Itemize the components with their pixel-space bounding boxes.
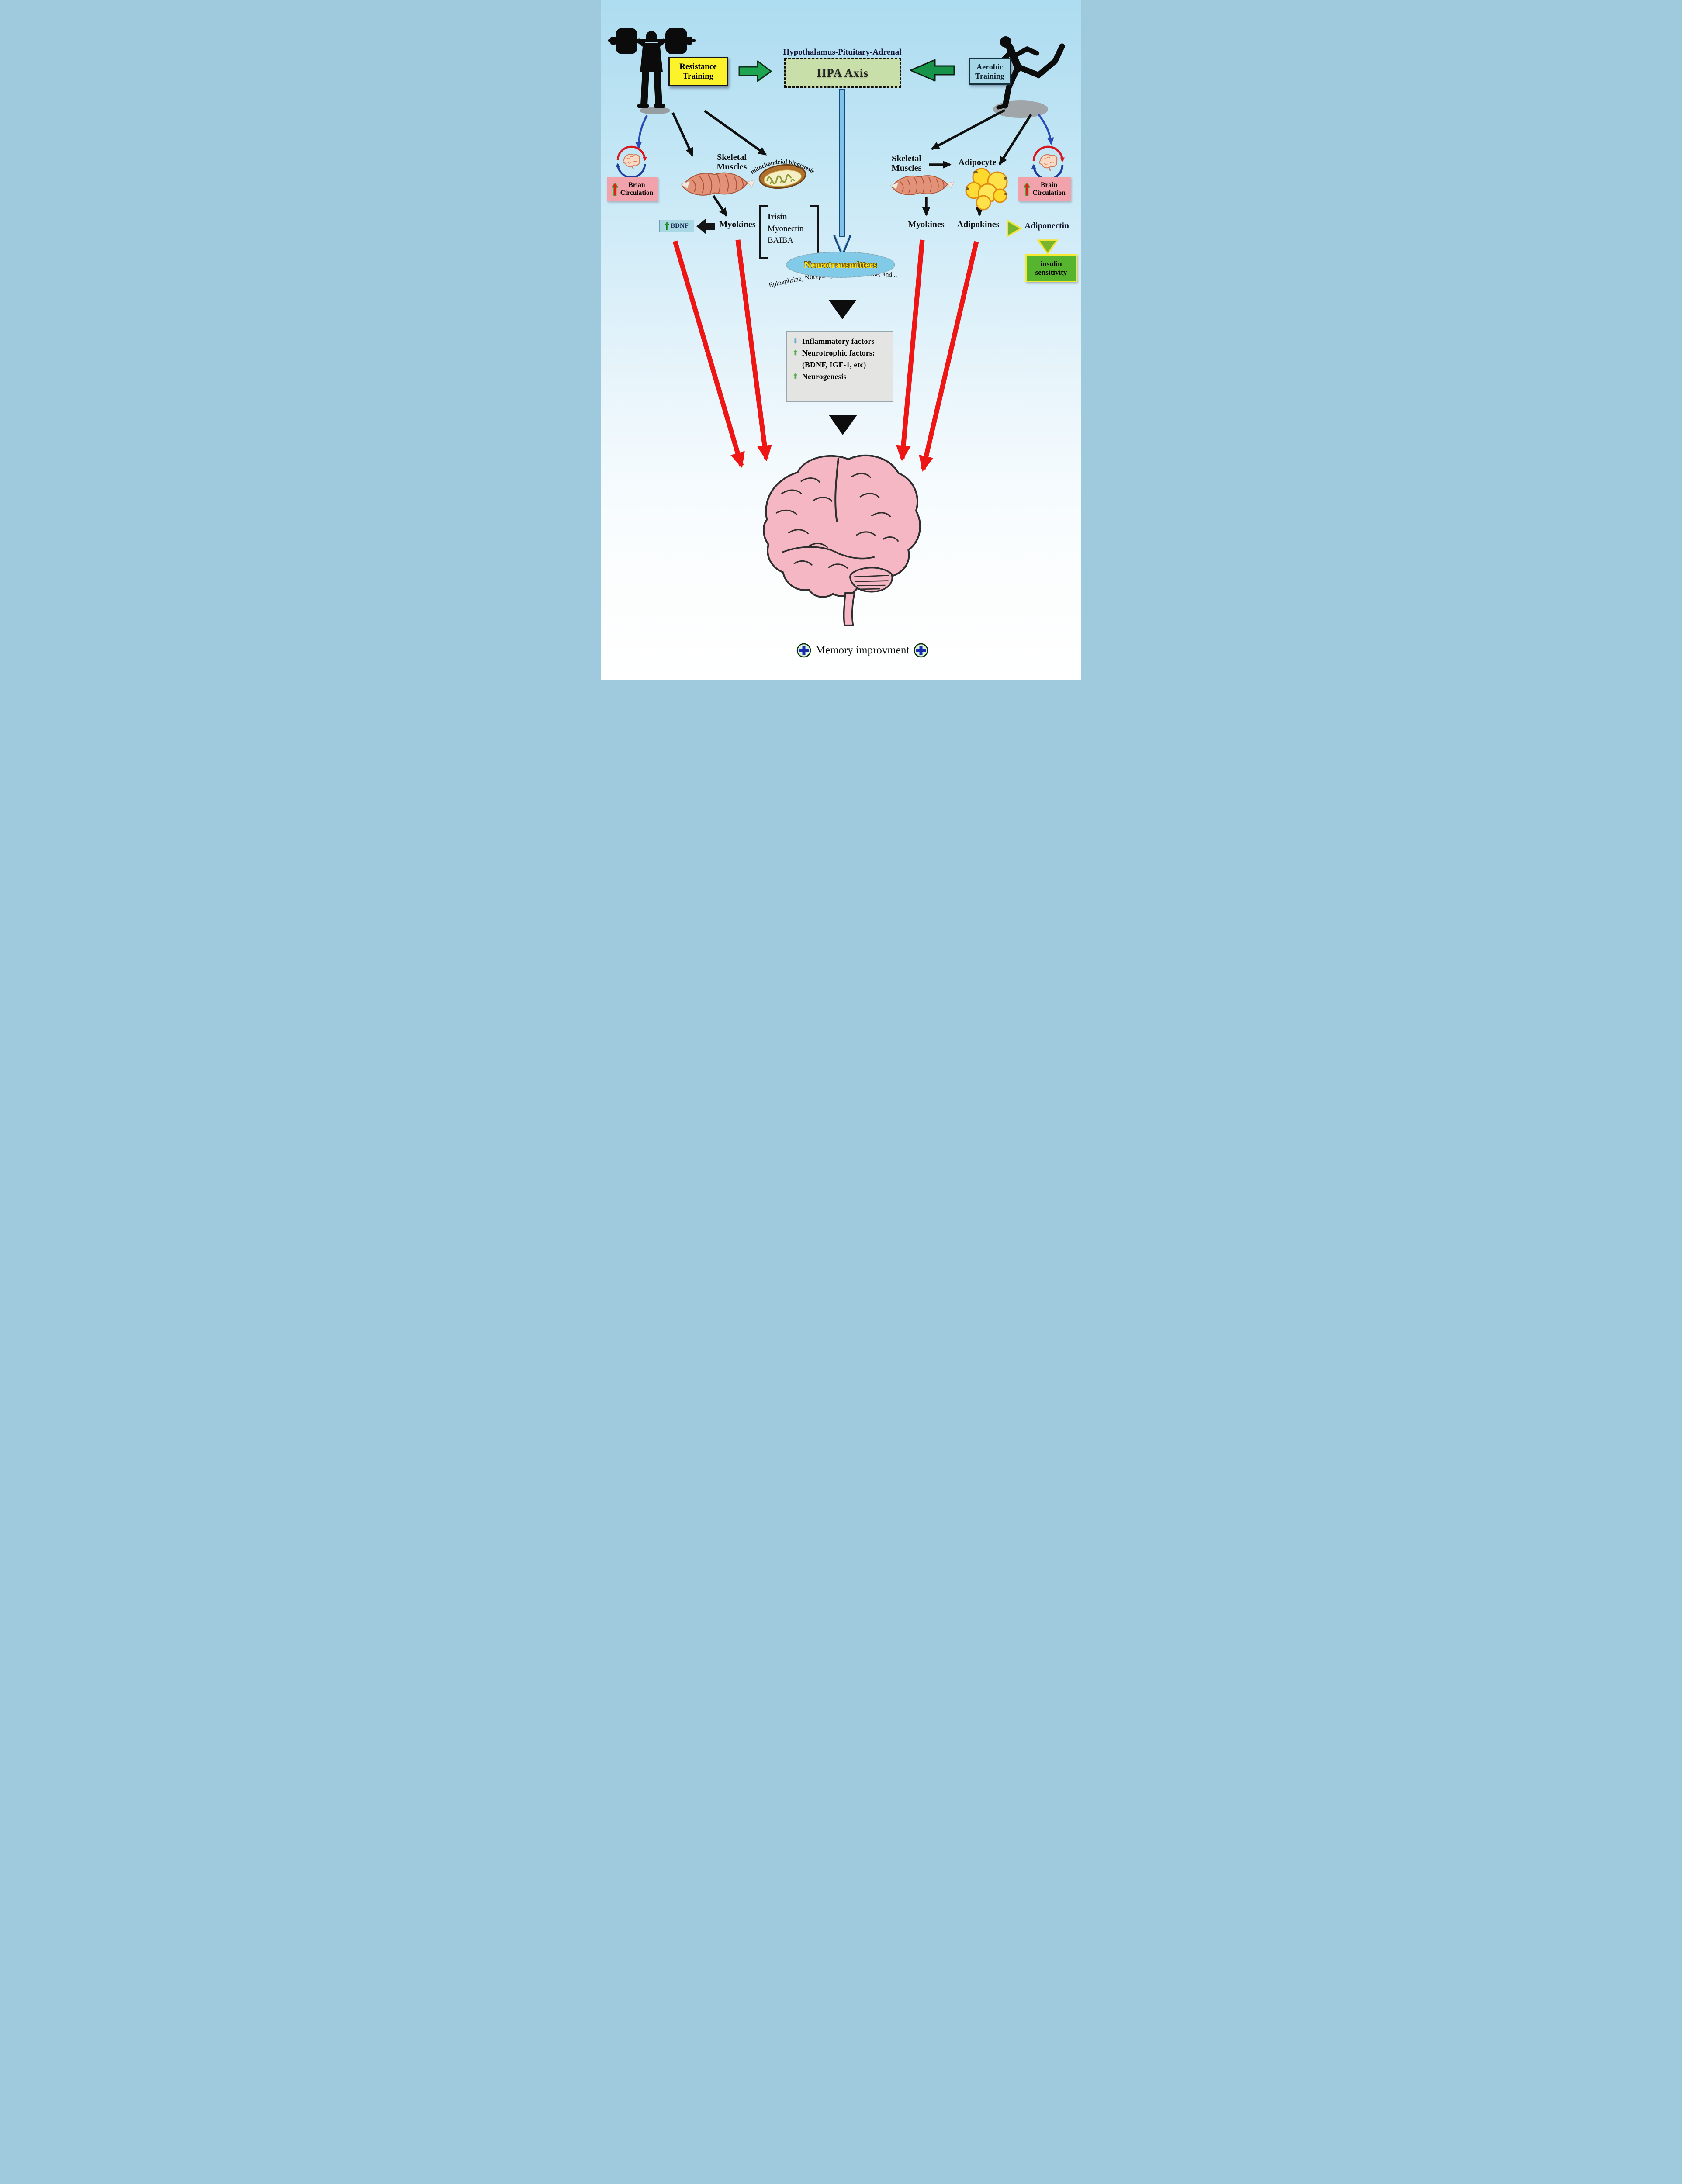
diagram-canvas: mitochondrial biogenesis Epinephrine, No… (601, 0, 1081, 680)
bdnf-label: BDNF (671, 222, 689, 229)
myokines-label-left: Myokines (719, 220, 756, 229)
neurotransmitters-ellipse: Neurotransmitters (786, 252, 895, 278)
bracket-right-icon (810, 205, 819, 259)
list-item: Myonectin (768, 224, 804, 234)
brain-circulation-box-right: Brain Circulation (1018, 177, 1071, 201)
brain-circulation-box-left: Brian Circulation (607, 177, 658, 201)
up-arrow-icon (611, 183, 618, 196)
up-arrow-icon (1024, 183, 1031, 196)
weightlifter-icon (608, 28, 696, 108)
diagram-artwork: mitochondrial biogenesis Epinephrine, No… (608, 28, 1065, 626)
skeletal-muscles-label-left: Skeletal Muscles (716, 152, 747, 172)
factor-text: Inflammatory factors (802, 337, 875, 346)
red-arrows (672, 239, 979, 472)
plus-circle-icon (914, 643, 928, 658)
factor-text: Neurotrophic factors: (802, 348, 875, 357)
resistance-training-label: Resistance Training (679, 62, 717, 81)
brain-circulation-icon-left (618, 147, 645, 177)
adipokines-label: Adipokines (957, 220, 1000, 229)
green-arrow-right-icon (738, 60, 772, 82)
muscle-icon-right (890, 175, 955, 195)
myokines-label-right: Myokines (908, 220, 945, 229)
factors-box: ⬇ Inflammatory factors ⬆ Neurotrophic fa… (786, 331, 893, 402)
brain-circulation-icon-right (1034, 147, 1062, 179)
bdnf-box: BDNF (659, 220, 694, 232)
brain-circulation-label-right: Brain Circulation (1032, 181, 1066, 197)
myokine-examples-list: Irisin Myonectin BAIBA (768, 211, 810, 246)
list-item: BAIBA (768, 236, 794, 245)
black-triangle-icon-2 (829, 415, 857, 435)
arrow-runner-muscles (931, 109, 1006, 150)
adiponectin-label: Adiponectin (1024, 221, 1069, 231)
up-arrow-icon: ⬆ (793, 372, 799, 380)
memory-improvement-row: Memory improvment (777, 643, 948, 658)
red-arrow-myokines-right-brain (896, 239, 925, 461)
factor-row: ⬆ Neurogenesis (792, 372, 890, 381)
hpa-axis-label: HPA Axis (817, 66, 869, 79)
arrow-muscle-myokines-left (712, 195, 728, 217)
up-arrow-icon (665, 222, 670, 230)
resistance-training-box: Resistance Training (668, 57, 728, 86)
black-triangle-icon-1 (828, 300, 857, 319)
factor-row: ⬆ Neurotrophic factors: (792, 349, 890, 357)
skeletal-muscles-label-right: Skeletal Muscles (891, 154, 922, 173)
brain-circulation-label-left: Brian Circulation (620, 181, 654, 197)
neurotransmitters-label: Neurotransmitters (804, 259, 877, 270)
black-left-arrow-icon (696, 218, 715, 234)
factor-row: ⬇ Inflammatory factors (792, 337, 890, 346)
hpa-down-arrow-icon (833, 89, 851, 256)
muscle-icon-left (680, 172, 755, 196)
insulin-sensitivity-box: insulin sensitivity (1025, 254, 1077, 282)
hpa-axis-box: HPA Axis (784, 58, 901, 88)
down-arrow-icon: ⬇ (793, 337, 799, 346)
arrow-runner-adipocyte (998, 114, 1032, 166)
red-arrow-myokines-left-brain (735, 239, 772, 461)
plus-circle-icon (796, 643, 811, 658)
aerobic-training-box: Aerobic Training (969, 58, 1011, 85)
weightlifter-shadow (640, 107, 670, 114)
arrow-lifter-mitochondria (704, 110, 767, 156)
factor-row: (BDNF, IGF-1, etc) (792, 360, 890, 369)
red-arrow-bdnf-brain (672, 240, 745, 468)
blue-arrow-right-icon (1038, 114, 1054, 145)
factor-text: (BDNF, IGF-1, etc) (802, 360, 866, 369)
list-item: Irisin (768, 212, 787, 221)
adipocyte-icon (965, 168, 1008, 211)
adipocyte-label: Adipocyte (958, 158, 997, 167)
blue-arrow-left-icon (635, 114, 648, 149)
green-triangle-right-icon (1007, 220, 1022, 237)
factor-text: Neurogenesis (802, 372, 847, 381)
runner-icon (996, 36, 1065, 110)
bracket-left-icon (759, 205, 768, 259)
green-triangle-down-icon (1037, 239, 1058, 255)
brain-icon (763, 454, 921, 626)
green-arrow-left-icon (910, 59, 955, 82)
arrow-lifter-muscles (671, 112, 694, 157)
insulin-sensitivity-label: insulin sensitivity (1035, 259, 1067, 276)
hpa-title: Hypothalamus-Pituitary-Adrenal (783, 48, 902, 57)
memory-improvement-label: Memory improvment (815, 644, 910, 656)
up-arrow-icon: ⬆ (793, 348, 799, 357)
red-arrow-adipokines-brain (919, 241, 979, 472)
aerobic-training-label: Aerobic Training (975, 62, 1004, 80)
